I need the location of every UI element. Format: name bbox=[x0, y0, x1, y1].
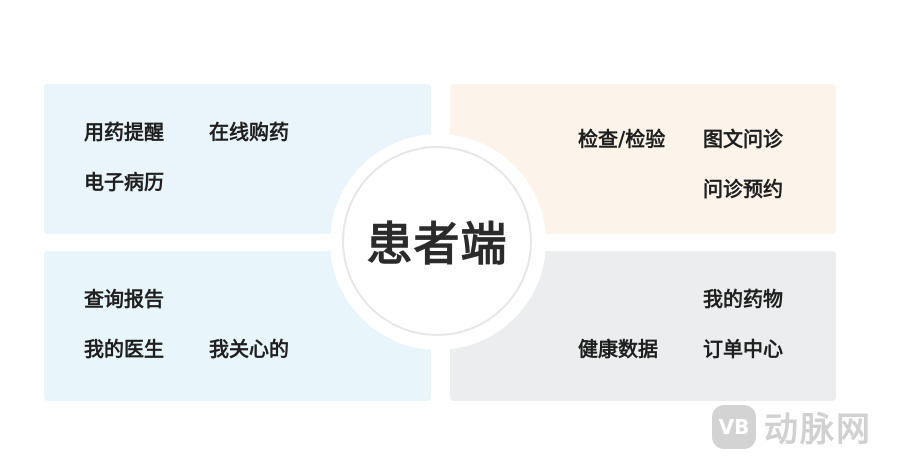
item-online-pharmacy[interactable]: 在线购药 bbox=[209, 120, 289, 144]
item-medication-reminder[interactable]: 用药提醒 bbox=[84, 120, 164, 144]
center-circle: 患者端 bbox=[342, 146, 532, 336]
item-text-consultation[interactable]: 图文问诊 bbox=[703, 127, 783, 151]
item-my-medicine[interactable]: 我的药物 bbox=[703, 287, 783, 311]
item-examination[interactable]: 检查/检验 bbox=[578, 127, 666, 151]
item-query-report[interactable]: 查询报告 bbox=[84, 287, 164, 311]
watermark: VB 动脉网 bbox=[712, 402, 872, 451]
item-order-center[interactable]: 订单中心 bbox=[703, 337, 783, 361]
item-electronic-medical-record[interactable]: 电子病历 bbox=[84, 170, 164, 194]
center-title: 患者端 bbox=[366, 217, 508, 271]
item-consultation-booking[interactable]: 问诊预约 bbox=[703, 177, 783, 201]
item-my-doctor[interactable]: 我的医生 bbox=[84, 337, 164, 361]
watermark-name: 动脉网 bbox=[764, 410, 872, 450]
vb-logo-icon: VB bbox=[712, 404, 756, 449]
item-my-concerns[interactable]: 我关心的 bbox=[209, 337, 289, 361]
item-health-data[interactable]: 健康数据 bbox=[578, 337, 658, 361]
